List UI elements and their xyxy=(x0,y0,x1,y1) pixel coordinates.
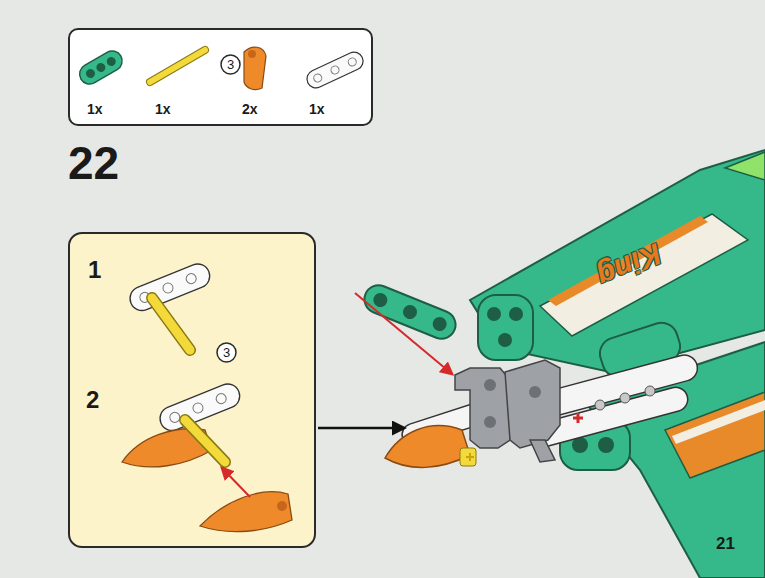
part-count: 1x xyxy=(87,102,103,116)
part-count: 2x xyxy=(242,102,258,116)
callout-number: 3 xyxy=(223,346,230,359)
quantity-circle: 3 xyxy=(220,54,241,75)
sub-assembly-panel: 1 2 3 xyxy=(68,232,316,548)
decal-text: King xyxy=(593,238,666,292)
step-number: 22 xyxy=(68,140,119,186)
sub-step-number: 2 xyxy=(86,388,99,412)
quantity-circle: 3 xyxy=(216,342,237,363)
part-count: 1x xyxy=(155,102,171,116)
page-number: 21 xyxy=(716,535,735,552)
part-count: 1x xyxy=(309,102,325,116)
sub-step-number: 1 xyxy=(88,258,101,282)
callout-number: 3 xyxy=(227,58,234,71)
parts-list-box: 1x 1x 2x 1x 3 xyxy=(68,28,373,126)
